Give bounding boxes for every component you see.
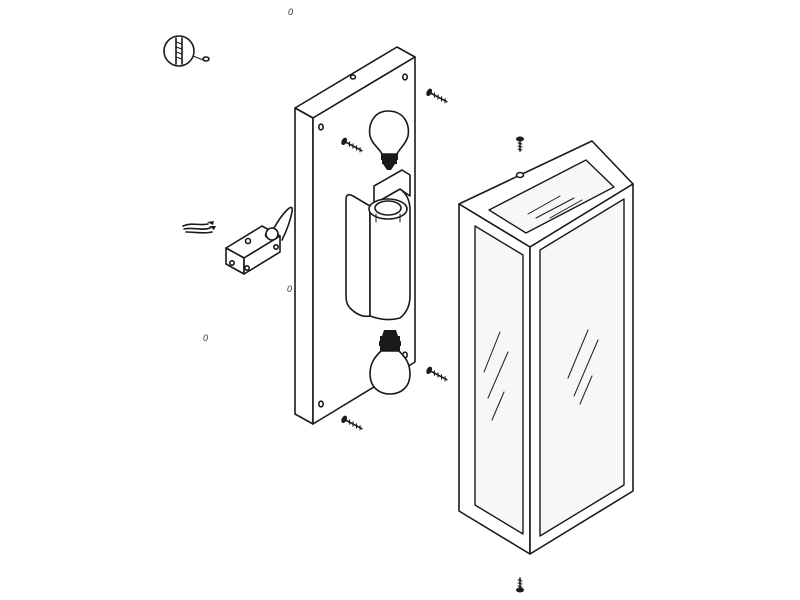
supply-wires [182, 221, 216, 234]
bottom-screw [516, 577, 524, 593]
top-grub-screw [516, 136, 524, 152]
screw-upper-left [341, 137, 363, 153]
screw-top-right [426, 88, 448, 104]
screw-lower-right [426, 366, 448, 382]
wall-plug-detail [163, 35, 210, 67]
lantern-housing [458, 140, 634, 555]
bulb-lower [369, 330, 411, 395]
label-top: 0 [288, 7, 293, 17]
junction-box [225, 206, 293, 275]
bulb-upper [368, 110, 410, 170]
screw-bottom [341, 415, 363, 431]
label-mid-left: 0 [287, 284, 292, 294]
reflector-housing [345, 169, 411, 321]
label-left: 0 [203, 333, 208, 343]
